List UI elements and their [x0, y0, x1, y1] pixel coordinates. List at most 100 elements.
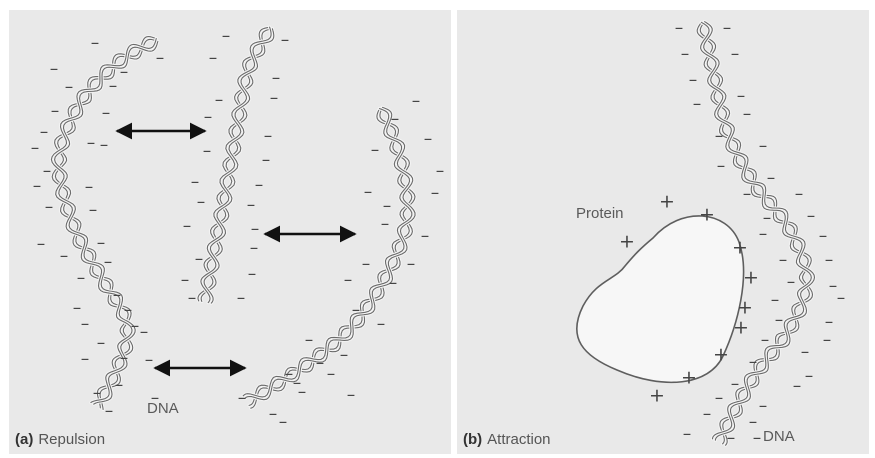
negative-charge: – — [45, 197, 54, 217]
negative-charge: – — [145, 350, 154, 370]
positive-charge: + — [699, 204, 715, 226]
negative-charge: – — [209, 48, 218, 68]
negative-charge: – — [131, 316, 140, 336]
negative-charge: – — [115, 375, 124, 395]
negative-charge: – — [436, 161, 445, 181]
positive-charge: + — [732, 237, 748, 259]
positive-charge: + — [659, 191, 675, 213]
negative-charge: – — [825, 312, 834, 332]
negative-charge: – — [204, 107, 213, 127]
positive-charge: + — [713, 344, 729, 366]
negative-charge: – — [421, 226, 430, 246]
negative-charge: – — [743, 104, 752, 124]
negative-charge: – — [188, 288, 197, 308]
negative-charge: – — [779, 250, 788, 270]
negative-charge: – — [767, 168, 776, 188]
negative-charge: – — [743, 184, 752, 204]
negative-charge: – — [102, 103, 111, 123]
negative-charge: – — [749, 352, 758, 372]
negative-charge: – — [753, 428, 762, 448]
negative-charge: – — [793, 376, 802, 396]
caption-b: (b) Attraction — [463, 431, 551, 448]
dna-label-b: DNA — [763, 428, 795, 445]
protein-label: Protein — [576, 205, 624, 222]
negative-charge: – — [723, 18, 732, 38]
negative-charge: – — [681, 44, 690, 64]
negative-charge: – — [93, 383, 102, 403]
negative-charge: – — [715, 388, 724, 408]
negative-charge: – — [689, 70, 698, 90]
negative-charge: – — [91, 33, 100, 53]
negative-charge: – — [183, 216, 192, 236]
negative-charge: – — [759, 224, 768, 244]
negative-charge: – — [97, 233, 106, 253]
negative-charge: – — [431, 183, 440, 203]
negative-charge: – — [717, 156, 726, 176]
negative-charge: – — [377, 314, 386, 334]
negative-charge: – — [237, 288, 246, 308]
negative-charge: – — [391, 109, 400, 129]
negative-charge: – — [89, 200, 98, 220]
negative-charge: – — [371, 140, 380, 160]
negative-charge: – — [759, 136, 768, 156]
negative-charge: – — [85, 177, 94, 197]
negative-charge: – — [383, 196, 392, 216]
negative-charge: – — [140, 322, 149, 342]
negative-charge: – — [120, 348, 129, 368]
negative-charge: – — [737, 86, 746, 106]
negative-charge: – — [272, 68, 281, 88]
negative-charge: – — [795, 184, 804, 204]
negative-charges-a: ––––––––––––––––––––––––––––––––––––––––… — [31, 26, 445, 432]
negative-charge: – — [81, 349, 90, 369]
negative-charge: – — [105, 401, 114, 421]
negative-charge: – — [269, 404, 278, 424]
negative-charge: – — [270, 88, 279, 108]
negative-charge: – — [771, 290, 780, 310]
negative-charge: – — [364, 182, 373, 202]
negative-charge: – — [251, 219, 260, 239]
positive-charge: + — [649, 385, 665, 407]
positive-charge: + — [619, 231, 635, 253]
negative-charge: – — [215, 90, 224, 110]
negative-charge: – — [731, 44, 740, 64]
negative-charge: – — [305, 330, 314, 350]
caption-b-tag: (b) — [463, 431, 482, 448]
positive-charge: + — [743, 267, 759, 289]
negative-charge: – — [191, 172, 200, 192]
negative-charge: – — [222, 26, 231, 46]
negative-charge: – — [31, 138, 40, 158]
negative-charge: – — [837, 288, 846, 308]
caption-a-text: Repulsion — [38, 431, 105, 448]
negative-charge: – — [316, 353, 325, 373]
caption-a-tag: (a) — [15, 431, 33, 448]
negative-charge: – — [298, 382, 307, 402]
negative-charge: – — [87, 133, 96, 153]
negative-charge: – — [347, 385, 356, 405]
negative-charge: – — [731, 374, 740, 394]
negative-charge: – — [109, 76, 118, 96]
attraction-diagram: ++++++++++––––––––––––––––––––––––––––––… — [457, 10, 869, 454]
caption-b-text: Attraction — [487, 431, 550, 448]
negative-charge: – — [407, 254, 416, 274]
negative-charge: – — [344, 270, 353, 290]
negative-charge: – — [81, 314, 90, 334]
negative-charge: – — [759, 396, 768, 416]
negative-charge: – — [807, 206, 816, 226]
negative-charge: – — [703, 404, 712, 424]
negative-charge: – — [33, 176, 42, 196]
negative-charge: – — [683, 424, 692, 444]
negative-charge: – — [248, 264, 257, 284]
panel-attraction: ++++++++++––––––––––––––––––––––––––––––… — [457, 10, 869, 454]
negative-charge: – — [113, 285, 122, 305]
negative-charge: – — [250, 238, 259, 258]
negative-charge: – — [412, 91, 421, 111]
positive-charge: + — [733, 317, 749, 339]
negative-charge: – — [100, 135, 109, 155]
dna-label-a: DNA — [147, 400, 179, 417]
negative-charge: – — [801, 342, 810, 362]
negative-charge: – — [787, 272, 796, 292]
repulsion-diagram: ––––––––––––––––––––––––––––––––––––––––… — [9, 10, 451, 454]
negative-charge: – — [279, 412, 288, 432]
negative-charge: – — [181, 270, 190, 290]
negative-charge: – — [819, 226, 828, 246]
